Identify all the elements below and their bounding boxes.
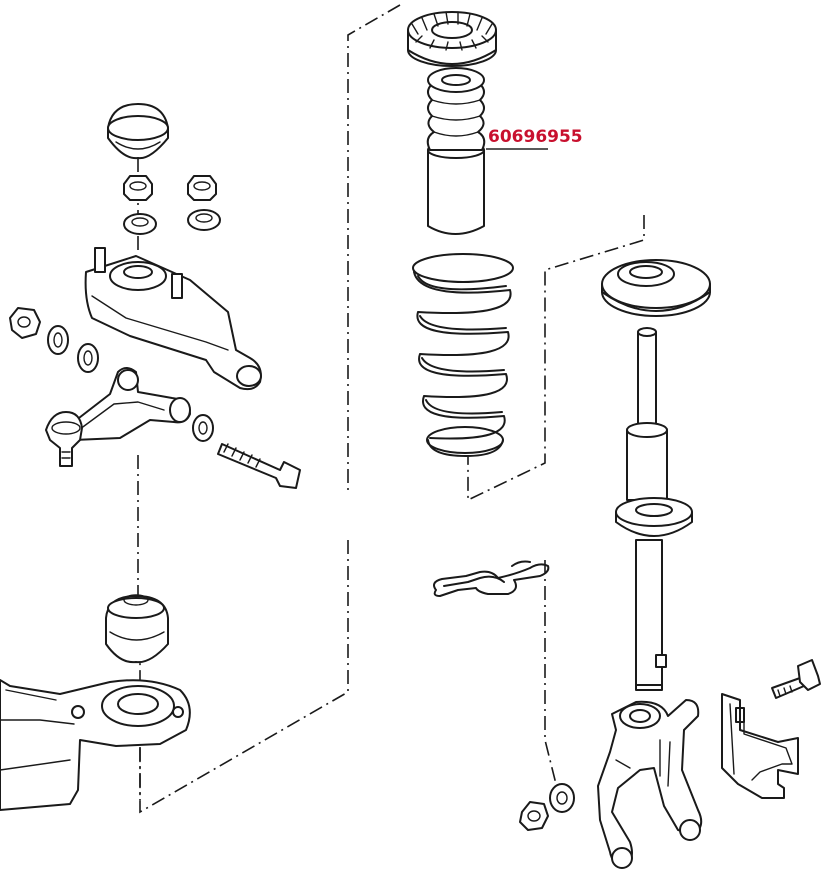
lower-control-arm [0,679,191,811]
upper-mount-bracket [84,247,262,391]
nut-left [123,175,153,201]
left-nut-washer-chain [9,307,99,373]
steering-knuckle [597,699,703,869]
washer-knuckle [549,783,575,813]
strut-top-mount [601,259,711,317]
nut-right [187,175,217,201]
guide-line-bottom-left [139,540,349,814]
upper-rubber-bushing [107,103,169,160]
washer-side-2 [77,343,99,373]
top-spring-seat [407,11,497,67]
upper-nuts-washers [123,175,221,235]
arm-washer-bolt [192,414,301,489]
guide-line-top-left [347,4,401,490]
spring-clip [433,560,550,597]
upper-control-arm [45,367,191,467]
lower-rubber-bushing [105,594,169,664]
mount-bolt [771,659,821,699]
coil-spring [412,253,514,457]
washer-side-1 [47,325,69,355]
knuckle-nut-washer [519,783,575,831]
guide-line-right-lower [544,560,561,801]
ball-joint [45,411,83,467]
part-callout: 60696955 [486,127,583,150]
hose-bracket [721,693,799,799]
guide-line-spring-strut [467,215,645,502]
nut-knuckle [519,801,549,831]
shock-absorber [615,327,693,691]
washer-right [187,209,221,231]
part-number-label[interactable]: 60696955 [488,127,583,147]
bump-stop-boot [426,67,486,235]
washer-left [123,213,157,235]
nut-side [9,307,41,339]
